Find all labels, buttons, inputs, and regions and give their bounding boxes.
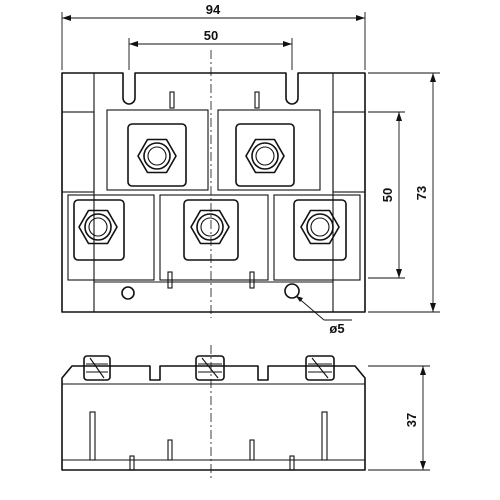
upper-compartment-left [106, 109, 209, 191]
terminal-nut-lower-left [78, 209, 118, 245]
gate-pin-top-left [169, 91, 175, 109]
side-pin-4 [289, 455, 295, 471]
side-terminal-right [305, 355, 335, 381]
side-pin-1 [129, 455, 135, 471]
terminal-block-upper-right [235, 123, 295, 187]
dimension-height: 37 [368, 365, 430, 471]
side-pin-2 [167, 439, 173, 461]
top-view [61, 50, 366, 318]
dim-label-overall-width: 94 [206, 2, 221, 17]
dimension-terminal-spacing-vertical: 50 [368, 111, 405, 279]
dimension-overall-depth: 73 [368, 72, 440, 313]
mounting-hole-right [284, 283, 300, 299]
gate-pin-top-right [254, 91, 260, 109]
top-view-outline [61, 72, 366, 313]
left-ear-pad [61, 111, 95, 193]
side-pin-3 [249, 439, 255, 461]
lower-compartment-middle [159, 194, 269, 281]
gate-pin-bottom-left [167, 271, 173, 289]
mounting-hole-left [121, 286, 135, 300]
dim-label-slot-spacing: 50 [204, 28, 218, 43]
terminal-block-upper-left [127, 123, 187, 187]
dimension-mounting-hole: ø5 [295, 295, 352, 336]
side-slot-left [89, 411, 96, 461]
gate-pin-bottom-right [249, 271, 255, 289]
terminal-block-lower-right [293, 199, 347, 261]
upper-compartment-right [217, 109, 321, 191]
dim-label-terminal-spacing: 50 [380, 188, 395, 202]
side-terminal-left [83, 355, 111, 381]
dim-label-overall-depth: 73 [414, 186, 429, 200]
dimension-slot-spacing: 50 [128, 28, 293, 70]
dim-label-mounting-hole: ø5 [329, 321, 344, 336]
terminal-block-lower-left [73, 199, 125, 261]
dim-label-height: 37 [404, 413, 419, 427]
terminal-nut-upper-right [245, 138, 285, 174]
lower-compartment-left [67, 194, 155, 281]
terminal-nut-upper-left [137, 138, 177, 174]
terminal-nut-lower-right [300, 209, 340, 245]
side-terminal-middle [195, 355, 225, 381]
right-ear-pad [332, 111, 366, 193]
side-view [61, 345, 366, 478]
side-slot-right [321, 411, 328, 461]
side-view-outline [61, 365, 366, 471]
terminal-nut-lower-middle [190, 209, 230, 245]
lower-compartment-right [273, 194, 361, 281]
dimension-overall-width: 94 [61, 2, 366, 70]
